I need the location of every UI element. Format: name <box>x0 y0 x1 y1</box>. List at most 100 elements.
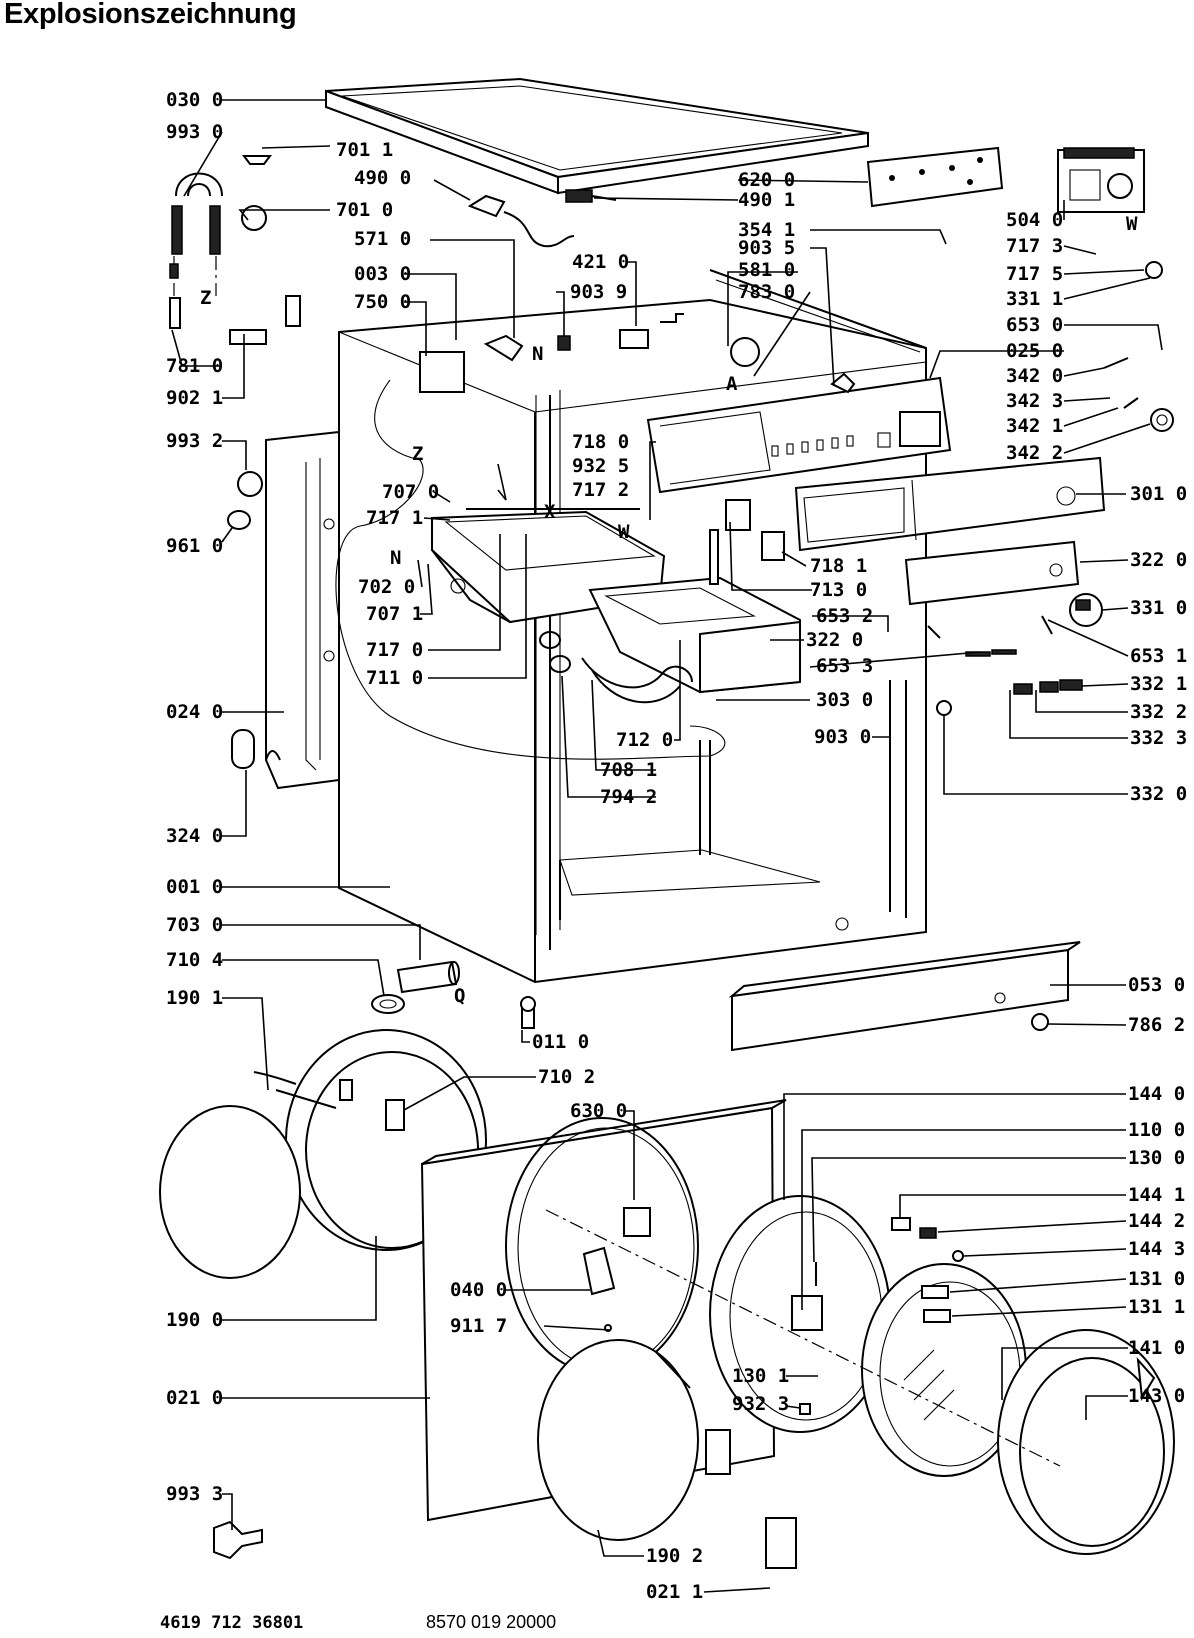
callout-701-1: 701 1 <box>336 139 393 161</box>
callout-labels: 030 0 993 0 701 1 490 0 701 0 571 0 003 … <box>166 89 1187 1603</box>
callout-021-0: 021 0 <box>166 1387 223 1409</box>
part-display-panel <box>904 540 1080 606</box>
callout-011-0: 011 0 <box>532 1031 589 1053</box>
door-axis-line <box>545 1209 1061 1467</box>
callout-993-3: 993 3 <box>166 1483 223 1505</box>
part-fascia <box>794 456 1106 552</box>
callout-630-0: 630 0 <box>570 1100 627 1122</box>
part-wiring <box>169 172 617 329</box>
callout-786-2: 786 2 <box>1128 1014 1185 1036</box>
callout-903-5: 903 5 <box>738 237 795 259</box>
callout-710-4: 710 4 <box>166 949 223 971</box>
callout-190-2: 190 2 <box>646 1545 703 1567</box>
callout-713-0: 713 0 <box>810 579 867 601</box>
part-top-cover <box>325 77 869 195</box>
callout-903-0: 903 0 <box>814 726 871 748</box>
part-hoses <box>335 379 726 760</box>
callout-131-1: 131 1 <box>1128 1296 1185 1318</box>
marker-a: A <box>726 373 738 395</box>
callout-707-0: 707 0 <box>382 481 439 503</box>
callout-783-0: 783 0 <box>738 281 795 303</box>
part-drawer <box>588 576 801 694</box>
callout-490-1: 490 1 <box>738 189 795 211</box>
callout-332-2: 332 2 <box>1130 701 1187 723</box>
callout-701-0: 701 0 <box>336 199 393 221</box>
callout-718-0: 718 0 <box>572 431 629 453</box>
callout-711-0: 711 0 <box>366 667 423 689</box>
callout-354-1: 354 1 <box>738 219 795 241</box>
callout-718-1: 718 1 <box>810 555 867 577</box>
marker-w-dispenser: W <box>618 521 630 543</box>
part-door-frame <box>861 1263 1027 1477</box>
part-door-ring <box>709 1195 891 1433</box>
reference-markers: Z Z N N X W W A Q <box>200 213 1138 1007</box>
parts-drawing <box>159 77 1175 1569</box>
callout-581-0: 581 0 <box>738 259 795 281</box>
callout-342-0: 342 0 <box>1006 365 1063 387</box>
callout-993-0: 993 0 <box>166 121 223 143</box>
callout-708-1: 708 1 <box>600 759 657 781</box>
callout-717-1: 717 1 <box>366 507 423 529</box>
callout-903-9: 903 9 <box>570 281 627 303</box>
callout-504-0: 504 0 <box>1006 209 1063 231</box>
marker-q: Q <box>454 985 465 1007</box>
callout-712-0: 712 0 <box>616 729 673 751</box>
callout-030-0: 030 0 <box>166 89 223 111</box>
part-pcb <box>866 146 1004 208</box>
callout-332-1: 332 1 <box>1130 673 1187 695</box>
marker-z-lower: Z <box>412 443 423 465</box>
footer-code-right: 8570 019 20000 <box>426 1612 556 1632</box>
callout-653-3: 653 3 <box>816 655 873 677</box>
callout-141-0: 141 0 <box>1128 1337 1185 1359</box>
callout-571-0: 571 0 <box>354 228 411 250</box>
callout-324-0: 324 0 <box>166 825 223 847</box>
callout-902-1: 902 1 <box>166 387 223 409</box>
callout-130-1: 130 1 <box>732 1365 789 1387</box>
callout-750-0: 750 0 <box>354 291 411 313</box>
callout-781-0: 781 0 <box>166 355 223 377</box>
callout-342-3: 342 3 <box>1006 390 1063 412</box>
callout-040-0: 040 0 <box>450 1279 507 1301</box>
callout-025-0: 025 0 <box>1006 340 1063 362</box>
callout-620-0: 620 0 <box>738 169 795 191</box>
callout-702-0: 702 0 <box>358 576 415 598</box>
callout-961-0: 961 0 <box>166 535 223 557</box>
callout-003-0: 003 0 <box>354 263 411 285</box>
callout-342-2: 342 2 <box>1006 442 1063 464</box>
callout-110-0: 110 0 <box>1128 1119 1185 1141</box>
footer-code-left: 4619 712 36801 <box>160 1613 303 1633</box>
callout-703-0: 703 0 <box>166 914 223 936</box>
leader-lines <box>171 99 1163 1593</box>
marker-z-upper: Z <box>200 287 211 309</box>
marker-n-lower: N <box>390 547 401 569</box>
callout-322-0a: 322 0 <box>806 629 863 651</box>
page-title: Explosionszeichnung <box>4 0 297 30</box>
callout-932-3: 932 3 <box>732 1393 789 1415</box>
callout-710-2: 710 2 <box>538 1066 595 1088</box>
callout-322-0b: 322 0 <box>1130 549 1187 571</box>
callout-911-7: 911 7 <box>450 1315 507 1337</box>
marker-x: X <box>544 501 556 523</box>
part-control-frame <box>646 376 952 494</box>
callout-131-0: 131 0 <box>1128 1268 1185 1290</box>
part-knob <box>1069 593 1103 627</box>
part-side-panel <box>265 430 340 790</box>
callout-301-0: 301 0 <box>1130 483 1187 505</box>
callout-421-0: 421 0 <box>572 251 629 273</box>
callout-144-0: 144 0 <box>1128 1083 1185 1105</box>
callout-993-2: 993 2 <box>166 430 223 452</box>
callout-190-0: 190 0 <box>166 1309 223 1331</box>
callout-717-0: 717 0 <box>366 639 423 661</box>
part-kickstrip <box>728 941 1081 1052</box>
callout-130-0: 130 0 <box>1128 1147 1185 1169</box>
marker-n-upper: N <box>532 343 543 365</box>
part-hinge-bits <box>799 1217 964 1415</box>
callout-190-1: 190 1 <box>166 987 223 1009</box>
marker-w-programmer: W <box>1126 213 1138 235</box>
part-door-inner <box>997 1329 1175 1555</box>
callout-001-0: 001 0 <box>166 876 223 898</box>
callout-331-1: 331 1 <box>1006 288 1063 310</box>
callout-144-1: 144 1 <box>1128 1184 1185 1206</box>
callout-053-0: 053 0 <box>1128 974 1185 996</box>
callout-143-0: 143 0 <box>1128 1385 1185 1407</box>
